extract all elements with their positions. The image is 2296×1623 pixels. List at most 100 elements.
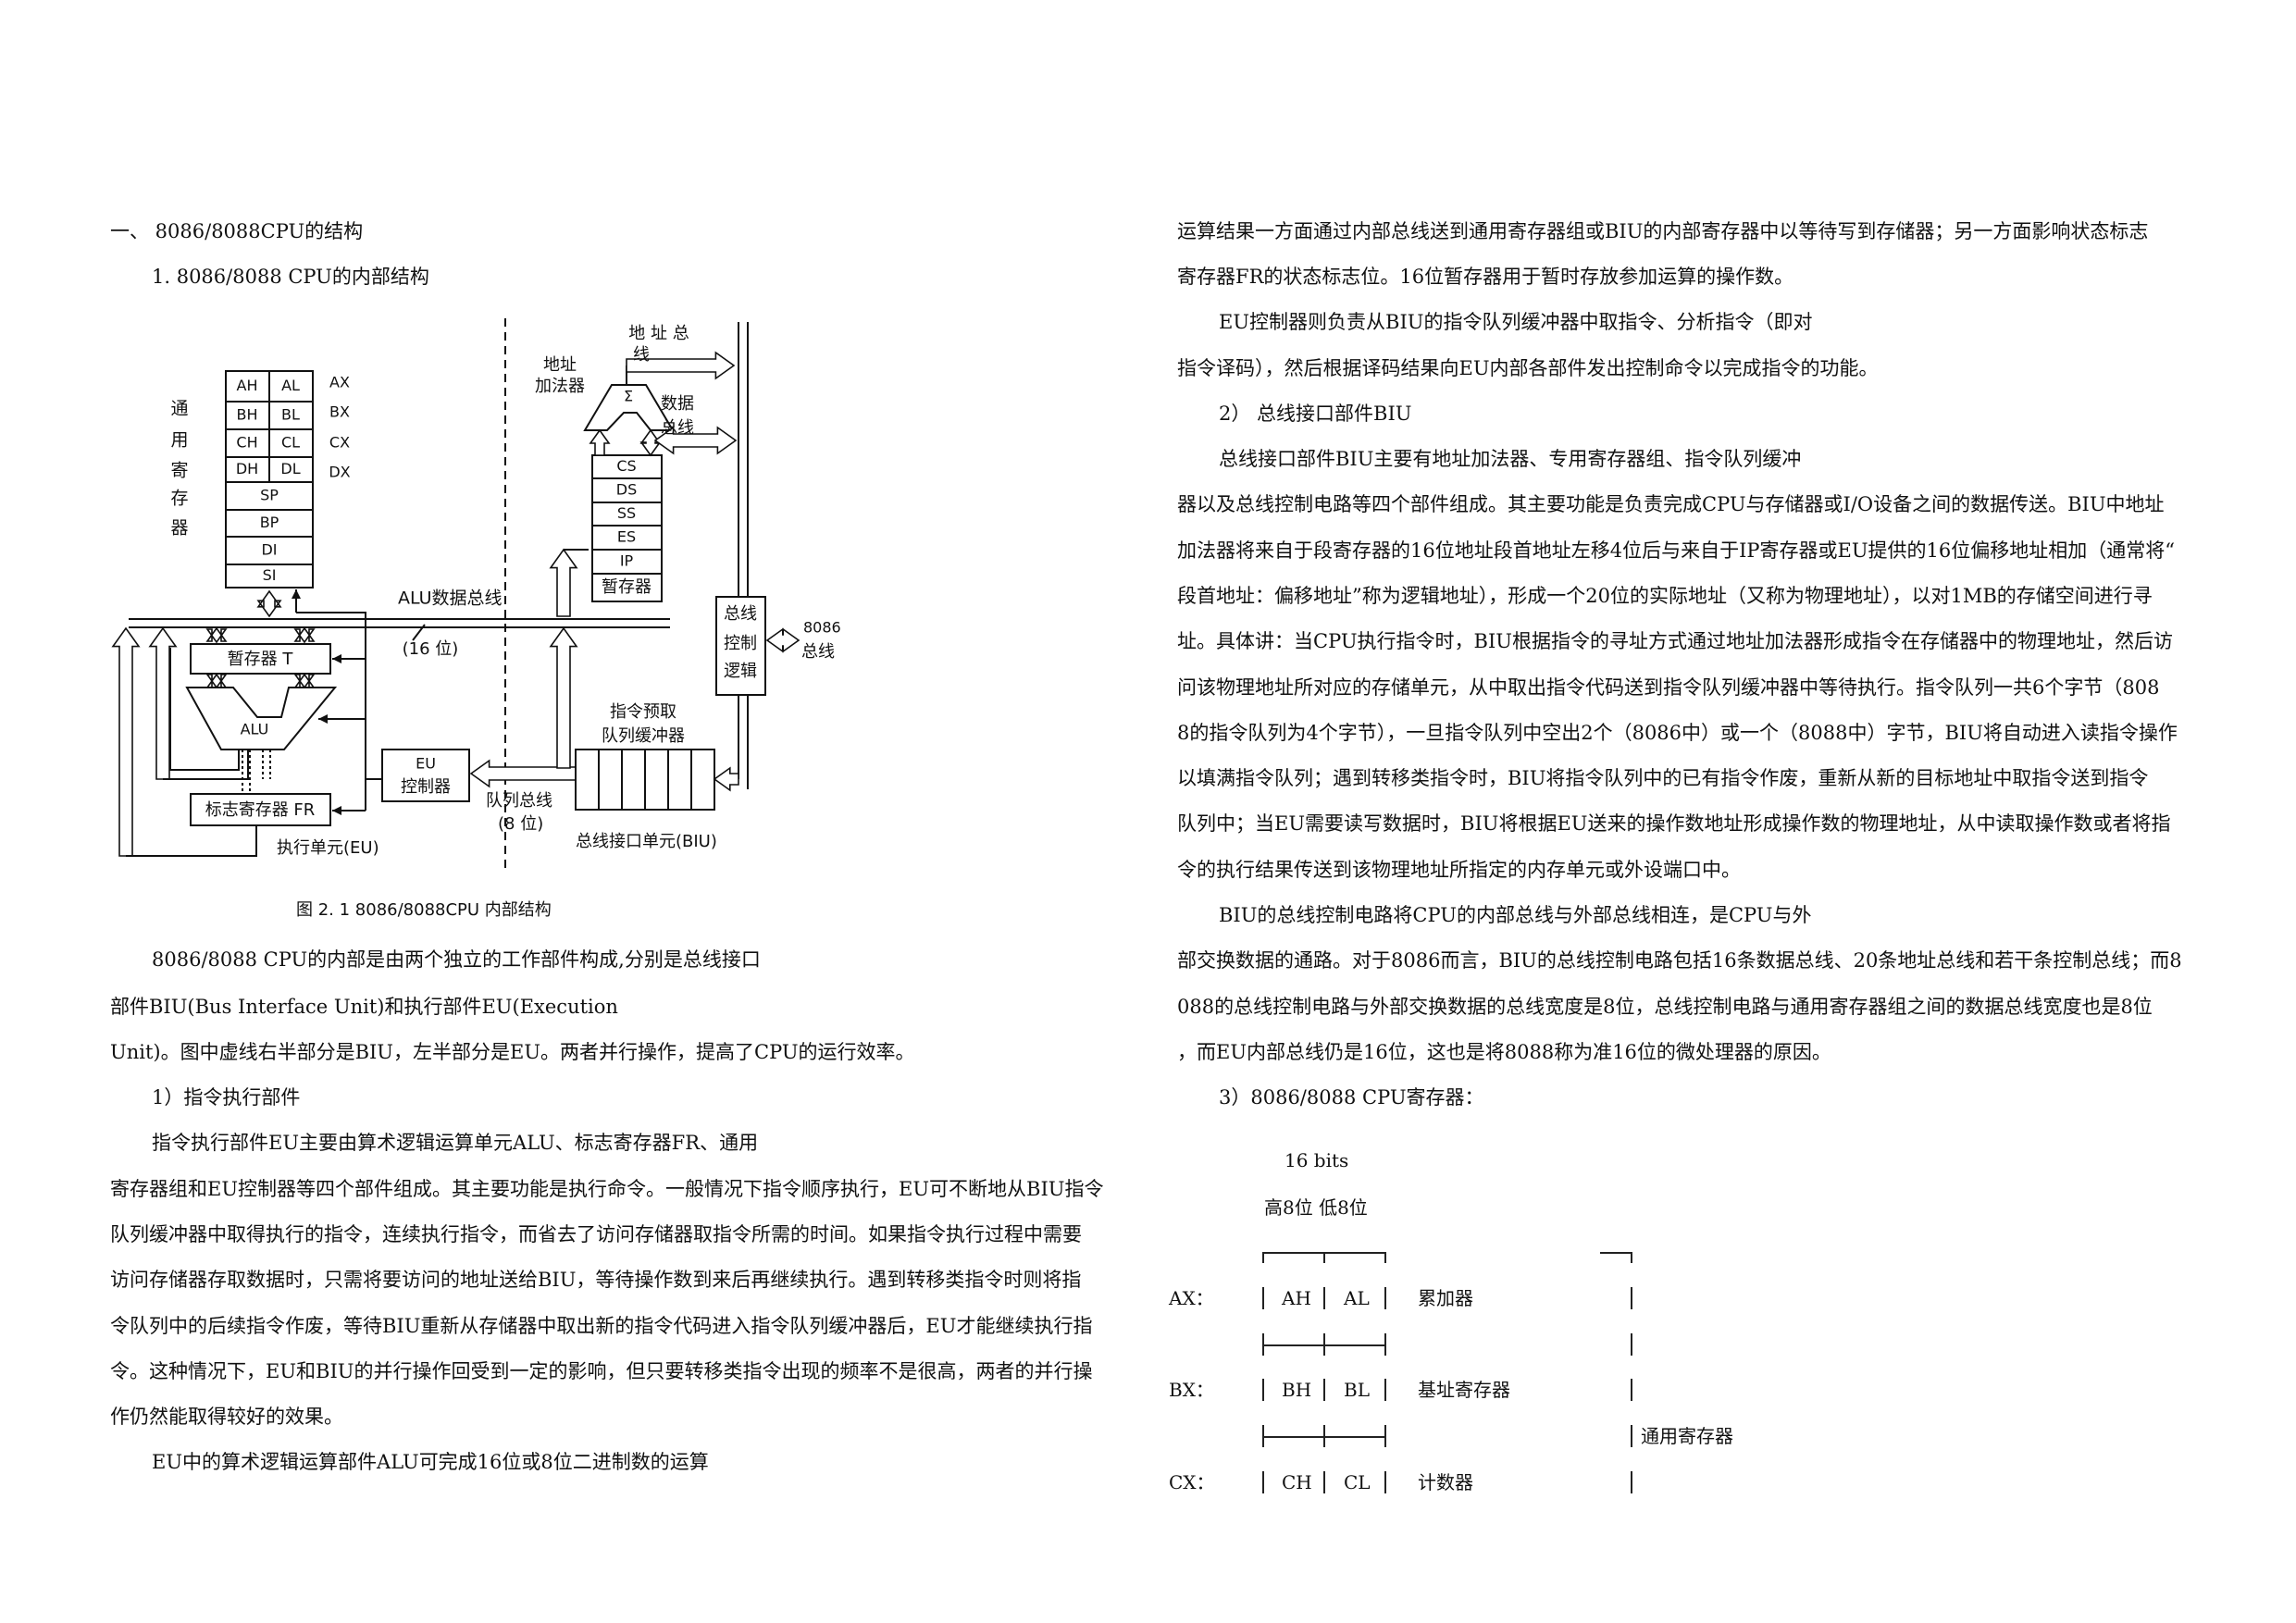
paragraph-line: 段首地址：偏移地址”称为逻辑地址），形成一个20位的实际地址（又称为物理地址），…	[1177, 584, 2153, 607]
control-line	[296, 612, 366, 811]
segment-register-label: CS	[616, 457, 636, 475]
arrow-head	[318, 714, 328, 724]
feedback-line	[126, 825, 257, 857]
paragraph-line: 指令执行部件EU主要由算术逻辑运算单元ALU、标志寄存器FR、通用	[152, 1132, 759, 1155]
table-border	[1262, 1379, 1264, 1401]
eu-controller-label: EU	[416, 755, 436, 773]
paragraph-line: 部交换数据的通路。对于8086而言，BIU的总线控制电路包括16条数据总线、20…	[1177, 949, 2182, 973]
table-border	[1323, 1252, 1325, 1263]
paragraph-line: EU控制器则负责从BIU的指令队列缓冲器中取指令、分析指令（即对	[1219, 311, 1813, 334]
bus-interface-unit-label: 总线接口单元(BIU)	[576, 832, 717, 851]
register-description: 累加器	[1418, 1287, 1473, 1309]
queue-label: 指令预取	[610, 702, 676, 722]
table-border	[1631, 1252, 1632, 1263]
temp-alu-arrow	[205, 673, 228, 689]
general-registers-label: 存	[170, 489, 188, 509]
queue-to-bus-arrow	[549, 626, 578, 769]
segment-register-label: DS	[616, 481, 637, 499]
paragraph-line: Unit)。图中虚线右半部分是BIU，左半部分是EU。两者并行操作，提高了CPU…	[110, 1040, 915, 1063]
table-border	[1323, 1471, 1325, 1493]
adder-data-arrow	[639, 428, 662, 457]
table-border	[1631, 1425, 1632, 1447]
figure-caption: 图 2. 1 8086/8088CPU 内部结构	[296, 900, 552, 920]
bus-temp-arrow	[205, 626, 228, 644]
byte-halves-label: 高8位 低8位	[1264, 1196, 1368, 1219]
table-border	[1384, 1287, 1386, 1309]
register-high-label: CH	[236, 434, 257, 452]
paragraph-line: 令队列中的后续指令作废，等待BIU重新从存储器中取出新的指令代码进入指令队列缓冲…	[110, 1314, 1093, 1337]
queue-bus-label: 队列总线	[486, 791, 552, 811]
address-bus-arrow	[626, 351, 736, 380]
paragraph-line: 088的总线控制电路与外部交换数据的总线宽度是8位，总线控制电路与通用寄存器组之…	[1177, 995, 2153, 1018]
register-high-label: AH	[237, 377, 258, 394]
alu-label: ALU	[241, 721, 269, 738]
segment-register-cell	[591, 573, 663, 602]
segment-register-label: SS	[617, 504, 636, 522]
register-pair-label: BX	[329, 403, 350, 421]
eu-controller	[381, 749, 470, 802]
feedback-line	[163, 750, 249, 780]
register-group-label: 通用寄存器	[1641, 1425, 1733, 1447]
temp-register-t	[190, 643, 331, 675]
arrow-head	[332, 654, 341, 663]
paragraph-line: 访问存储器存取数据时，只需将要访问的地址送给BIU，等待操作数到来后再继续执行。…	[110, 1269, 1082, 1292]
table-border	[1384, 1379, 1386, 1401]
alu-bus-width-label: (16 位)	[403, 639, 459, 659]
segment-register-label: IP	[620, 552, 634, 570]
register-high-byte: AH	[1282, 1287, 1311, 1309]
paragraph-line: 问该物理地址所对应的存储单元，从中取出指令代码送到指令队列缓冲器中等待执行。指令…	[1177, 675, 2160, 699]
arrow-head	[332, 806, 341, 815]
segment-to-adder-arrow	[589, 428, 611, 456]
temp-alu-arrow	[293, 673, 316, 689]
paragraph-line: 总线接口部件BIU主要有地址加法器、专用寄存器组、指令队列缓冲	[1219, 448, 1802, 471]
table-border	[1262, 1287, 1264, 1309]
register-low-byte: AL	[1344, 1287, 1370, 1309]
subsection-heading: 1. 8086/8088 CPU的内部结构	[152, 265, 429, 288]
address-bus-label: 地 址 总	[628, 324, 689, 343]
paragraph-line: ，而EU内部总线仍是16位，这也是将8088称为准16位的微处理器的原因。	[1177, 1040, 1831, 1063]
register-name: AX：	[1169, 1287, 1214, 1309]
table-border	[1631, 1287, 1632, 1309]
paragraph-line: 以填满指令队列；遇到转移类指令时，BIU将指令队列中的已有指令作废，重新从新的目…	[1177, 767, 2149, 790]
register-bus-arrow	[256, 589, 282, 618]
paragraph-line: 部件BIU(Bus Interface Unit)和执行部件EU(Executi…	[110, 995, 618, 1018]
segment-register-label: ES	[617, 528, 636, 546]
general-registers-label: 寄	[170, 461, 188, 481]
register-low-label: CL	[281, 434, 300, 452]
address-adder-label: 加法器	[535, 377, 585, 396]
data-bus-label: 总线	[661, 418, 694, 438]
paragraph-line: EU中的算术逻辑运算部件ALU可完成16位或8位二进制数的运算	[152, 1451, 709, 1474]
sigma-icon: Σ	[624, 388, 633, 405]
register-description: 基址寄存器	[1418, 1379, 1510, 1401]
table-border	[1384, 1333, 1386, 1356]
table-border	[1631, 1471, 1632, 1493]
pointer-register-label: BP	[260, 514, 279, 531]
address-bus-label: 线	[633, 345, 650, 365]
table-border	[1384, 1471, 1386, 1493]
table-border	[1384, 1425, 1386, 1447]
register-cell	[225, 536, 314, 565]
register-high-byte: CH	[1282, 1471, 1312, 1493]
table-border	[1323, 1379, 1325, 1401]
queue-label: 队列缓冲器	[602, 726, 685, 746]
feedback-arrow	[148, 626, 178, 780]
general-registers-label: 器	[170, 518, 188, 539]
paragraph-line: 队列中；当EU需要读写数据时，BIU将根据EU送来的操作数地址形成操作数的物理地…	[1177, 812, 2171, 836]
paragraph-line: 指令译码），然后根据译码结果向EU内部各部件发出控制命令以完成指令的功能。	[1177, 356, 1879, 379]
pointer-register-label: SI	[263, 566, 277, 584]
data-bus-label: 数据	[661, 394, 694, 414]
section-heading: 一、 8086/8088CPU的结构	[110, 219, 364, 242]
register-high-label: BH	[236, 406, 257, 424]
paragraph-line: BIU的总线控制电路将CPU的内部总线与外部总线相连，是CPU与外	[1219, 903, 1812, 926]
bus-temp-arrow	[293, 626, 316, 644]
data-bus-arrow	[653, 426, 738, 455]
table-border	[1323, 1425, 1325, 1447]
table-border	[1262, 1333, 1264, 1356]
execution-unit-label: 执行单元(EU)	[277, 838, 379, 858]
subsection-heading: 1）指令执行部件	[152, 1086, 301, 1109]
paragraph-line: 器以及总线控制电路等四个部件组成。其主要功能是负责完成CPU与存储器或I/O设备…	[1177, 493, 2165, 516]
table-border	[1323, 1287, 1325, 1309]
alu-shape	[185, 687, 338, 750]
paragraph-line: 8086/8088 CPU的内部是由两个独立的工作部件构成,分别是总线接口	[152, 948, 761, 971]
